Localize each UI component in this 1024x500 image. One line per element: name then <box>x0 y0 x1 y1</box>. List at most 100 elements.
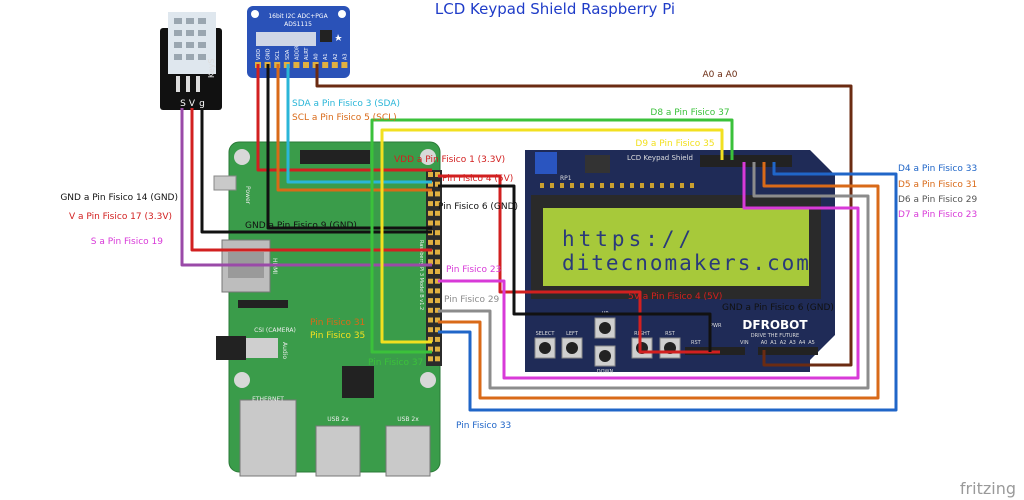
gpio-pin <box>428 239 433 245</box>
gpio-pin <box>435 191 440 197</box>
wire-a0 <box>315 64 853 367</box>
ethernet-label: ETHERNET <box>252 396 284 403</box>
analog-pin-label: A0 <box>761 340 768 346</box>
svg-text:LEFT: LEFT <box>566 331 579 337</box>
analog-pin-label: A5 <box>808 340 815 346</box>
analog-pin-label: A3 <box>789 340 796 346</box>
wire-adc-vdd <box>256 64 432 172</box>
wire-d7 <box>438 162 860 380</box>
analog-pin-label: A1 <box>770 340 777 346</box>
wire-adc-gnd <box>266 64 432 230</box>
wire-d6 <box>438 162 870 390</box>
label-d7: D7 a Pin Fisico 23 <box>898 210 977 220</box>
shield-button[interactable]: LEFT <box>561 331 583 359</box>
adc-pin-label: ALRT <box>304 47 310 60</box>
gpio-pin <box>428 327 433 333</box>
wire-d4 <box>438 162 898 412</box>
gpio-pin <box>428 307 433 313</box>
shield-tagline: DRIVE THE FUTURE <box>751 333 799 339</box>
gpio-pin <box>428 269 433 274</box>
diagram-title: LCD Keypad Shield Raspberry Pi <box>435 0 675 18</box>
gpio-pin <box>428 201 433 207</box>
label-d8: D8 a Pin Fisico 37 <box>650 108 729 118</box>
gpio-pin <box>428 336 433 342</box>
gpio-pin <box>435 307 440 313</box>
lcd-line2: ditecnomakers.com <box>562 251 811 275</box>
sensor-pin-s: S <box>180 99 186 109</box>
label-d4: D4 a Pin Fisico 33 <box>898 164 977 174</box>
gpio-pin <box>428 249 433 255</box>
analog-pin-label: A2 <box>780 340 787 346</box>
gpio-pin <box>428 356 433 362</box>
wire-d8 <box>370 118 734 354</box>
rp1-label: RP1 <box>560 175 572 182</box>
adc-pin-label: ADDR <box>294 45 300 60</box>
label-pin4: Pin Fisico 4 (5V) <box>442 174 513 184</box>
gpio-pin <box>435 249 440 255</box>
adc-pin-label: A3 <box>342 53 348 60</box>
svg-text:DOWN: DOWN <box>597 369 614 375</box>
label-d5: D5 a Pin Fisico 31 <box>898 180 977 190</box>
connection-labels: A0 a A0 SDA a Pin Fisico 3 (SDA) SCL a P… <box>60 70 977 431</box>
gpio-pin <box>435 336 440 342</box>
adc-pin-label: VDD <box>256 49 262 60</box>
label-pin29: Pin Fisico 29 <box>444 295 500 305</box>
shield-brand: DFROBOT <box>742 318 808 332</box>
gpio-pin <box>428 317 433 323</box>
shield-rst-label: RST <box>691 340 702 346</box>
camera-label: CSI (CAMERA) <box>254 327 296 334</box>
shield-title: LCD Keypad Shield <box>627 154 693 162</box>
gpio-pin <box>435 210 440 216</box>
gpio-pin <box>435 317 440 323</box>
wire-5v <box>438 174 720 354</box>
gpio-pin <box>435 278 440 284</box>
svg-text:SELECT: SELECT <box>536 331 556 337</box>
analog-pin-label: A4 <box>799 340 806 346</box>
gpio-pin <box>435 327 440 333</box>
dht-sensor: KeyS S V g <box>160 12 222 110</box>
wire-gnd6 <box>438 184 712 352</box>
gpio-pin <box>428 172 433 177</box>
adc-pin-label: SCL <box>275 50 281 60</box>
gpio-pin <box>428 259 433 265</box>
gpio-pin <box>428 210 433 216</box>
label-pin33: Pin Fisico 33 <box>456 421 511 431</box>
label-pin6: Pin Fisico 6 (GND) <box>438 202 518 212</box>
shield-button[interactable]: DOWN <box>594 345 616 375</box>
adc-pin-pad <box>331 62 338 68</box>
label-pin37: Pin Fisico 37 <box>368 358 423 368</box>
label-gnd6: GND a Pin Fisico 6 (GND) <box>722 303 834 313</box>
wire-d9 <box>380 128 724 344</box>
gpio-pin <box>435 346 440 352</box>
label-s19: S a Pin Fisico 19 <box>91 237 163 247</box>
label-v17: V a Pin Fisico 17 (3.3V) <box>69 212 172 222</box>
lcd-line1: https:// <box>562 227 695 251</box>
adc-pin-label: A0 <box>314 53 320 60</box>
label-vdd: VDD a Pin Fisico 1 (3.3V) <box>394 155 505 165</box>
raspberry-pi-board: Power HDMI CSI (CAMERA) Audio ETHERNET U… <box>213 141 442 477</box>
sensor-brand: KeyS <box>207 58 216 78</box>
gpio-pin <box>428 298 433 304</box>
shield-button[interactable]: RIGHT <box>631 331 653 359</box>
label-scl: SCL a Pin Fisico 5 (SCL) <box>292 113 397 123</box>
gpio-pin <box>428 191 433 197</box>
adc-pin-pad <box>322 62 329 68</box>
gpio-pin <box>435 239 440 245</box>
wire-sensor-v <box>190 108 432 252</box>
adc-pin-pad <box>303 62 309 68</box>
power-label: Power <box>244 186 251 205</box>
adc-part: ADS1115 <box>284 21 312 28</box>
adc-pin-label: GND <box>266 48 272 60</box>
sensor-pin-g: g <box>199 99 205 109</box>
label-pin31: Pin Fisico 31 <box>310 318 365 328</box>
pi-model-text: Raspberry Pi 3 Model B v1.2 <box>418 240 424 310</box>
wire-adc-sda <box>286 64 432 184</box>
adc-pin-label: SDA <box>285 49 291 60</box>
shield-button[interactable]: SELECT <box>534 331 556 359</box>
gpio-pin <box>435 172 440 177</box>
gpio-pin <box>435 298 440 304</box>
adc-pin-pad <box>341 62 348 68</box>
label-5v: 5V a Pin Fisico 4 (5V) <box>628 292 722 302</box>
